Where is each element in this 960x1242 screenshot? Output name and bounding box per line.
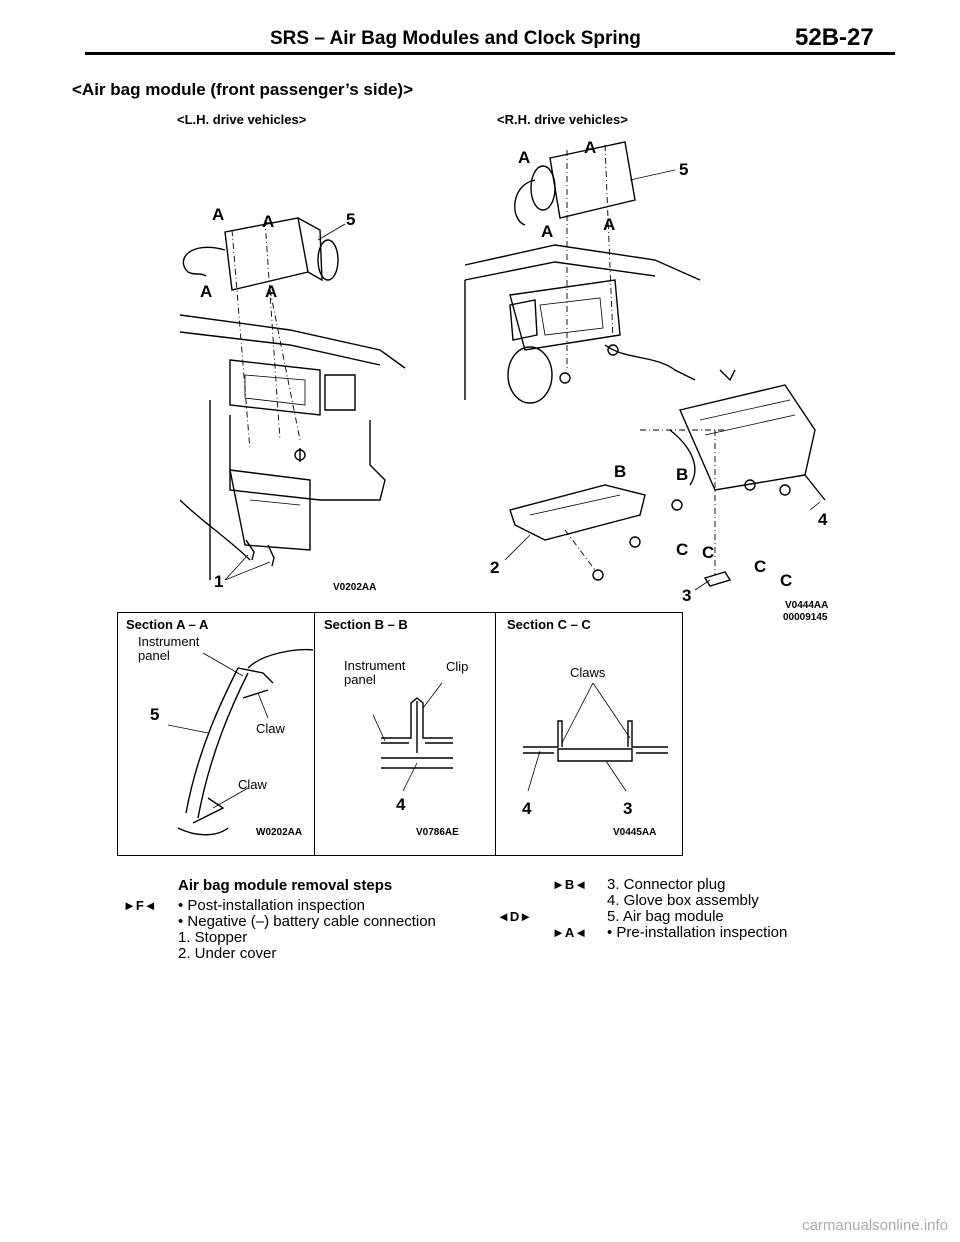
section-bb-title: Section B – B (324, 617, 408, 632)
section-views-panel: Section A – A Instrument panel 5 Claw Cl… (117, 612, 683, 856)
step-right-3-mark: ►A◄ (552, 925, 588, 940)
lh-label-a2: A (262, 212, 275, 231)
section-aa-claw-label-1: Claw (256, 721, 285, 736)
step-left-2-text: 1. Stopper (178, 929, 248, 946)
lh-label-a1: A (212, 205, 225, 224)
lh-label-5: 5 (346, 210, 356, 229)
rh-label-3: 3 (682, 586, 692, 605)
rh-label-2: 2 (490, 558, 500, 577)
lh-label-a4: A (265, 282, 278, 301)
section-cc-code: V0445AA (613, 827, 657, 838)
step-left-3-text: 2. Under cover (178, 945, 277, 962)
rh-label-c2: C (702, 543, 715, 562)
rh-label-4: 4 (818, 510, 828, 529)
page-header-title: SRS – Air Bag Modules and Clock Spring (270, 28, 641, 49)
section-bb-label-4: 4 (396, 795, 406, 814)
watermark-text: carmanualsonline.info (802, 1217, 948, 1234)
step-left-0-text: • Post-installation inspection (178, 897, 366, 914)
removal-steps-title: Air bag module removal steps (178, 877, 393, 894)
rh-caption: <R.H. drive vehicles> (497, 112, 628, 127)
lh-drive-illustration (179, 217, 406, 581)
section-aa-label-5: 5 (150, 705, 160, 724)
rh-drive-illustration (464, 141, 826, 591)
lh-label-1: 1 (214, 572, 224, 591)
rh-label-b1: B (614, 462, 627, 481)
section-aa-claw-label-2: Claw (238, 777, 267, 792)
section-cc-claws-label: Claws (570, 665, 606, 680)
step-left-0-mark: ►F◄ (123, 898, 157, 913)
section-aa-title: Section A – A (126, 617, 209, 632)
section-bb-illustration (373, 683, 453, 792)
rh-label-c4: C (780, 571, 793, 590)
rh-label-c1: C (676, 540, 689, 559)
step-right-0-mark: ►B◄ (552, 877, 588, 892)
section-aa-illustration (168, 648, 313, 836)
lh-label-a3: A (200, 282, 213, 301)
section-cc-illustration (523, 683, 668, 792)
section-cc-label-3: 3 (623, 799, 633, 818)
section-bb-instrument-panel-label: Instrument panel (344, 658, 406, 687)
rh-label-a2: A (584, 138, 597, 157)
step-right-1-text: 4. Glove box assembly (607, 892, 759, 909)
rh-label-a3: A (541, 222, 554, 241)
rh-label-a1: A (518, 148, 531, 167)
step-right-2-mark: ◄D► (497, 909, 533, 924)
lh-caption: <L.H. drive vehicles> (177, 112, 307, 127)
step-right-0-text: 3. Connector plug (607, 876, 726, 893)
section-cc-title: Section C – C (507, 617, 591, 632)
lh-figure-code: V0202AA (333, 582, 377, 593)
rh-label-a4: A (603, 215, 616, 234)
step-left-1-text: • Negative (–) battery cable connection (178, 913, 436, 930)
section-subtitle: <Air bag module (front passenger’s side)… (72, 80, 414, 99)
section-bb-clip-label: Clip (446, 659, 469, 674)
section-bb-code: V0786AE (416, 827, 459, 838)
rh-label-b2: B (676, 465, 689, 484)
rh-figure-code: V0444AA (785, 600, 829, 611)
section-aa-code: W0202AA (256, 827, 303, 838)
rh-figure-code-2: 00009145 (783, 612, 828, 623)
header-rule (85, 52, 895, 55)
page-number: 52B-27 (795, 24, 874, 51)
rh-label-c3: C (754, 557, 767, 576)
section-aa-instrument-panel-label: Instrument panel (138, 634, 200, 663)
rh-label-5: 5 (679, 160, 689, 179)
section-cc-label-4: 4 (522, 799, 532, 818)
step-right-2-text: 5. Air bag module (607, 908, 724, 925)
step-right-3-text: • Pre-installation inspection (607, 924, 788, 941)
